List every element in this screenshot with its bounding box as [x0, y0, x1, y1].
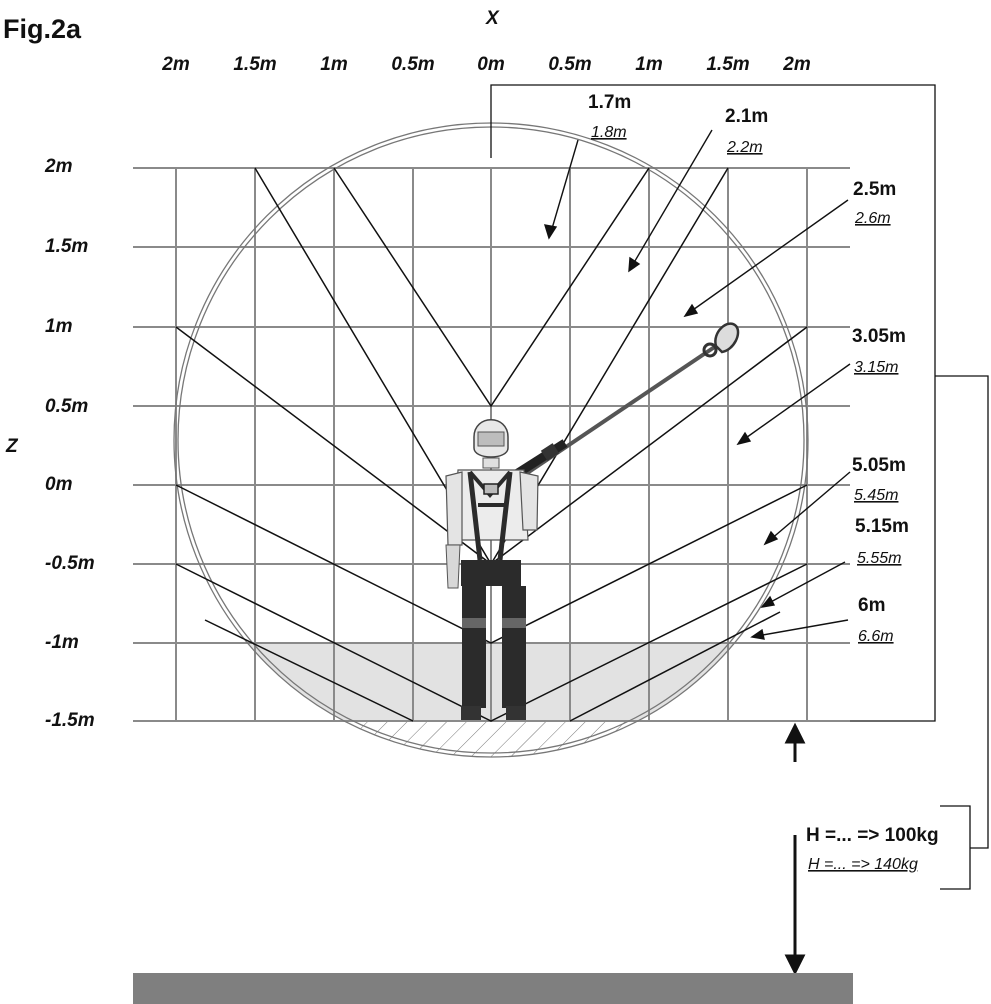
- x-axis-label: X: [485, 8, 500, 29]
- z-axis-label: Z: [5, 436, 19, 457]
- length-label-main: 1.7m: [588, 92, 631, 113]
- x-tick-label: 1.5m: [233, 54, 276, 75]
- length-label-main: 2.1m: [725, 106, 768, 127]
- length-label-alt: 1.8m: [591, 124, 627, 141]
- clearance-label-140kg: H =... => 140kg: [808, 856, 918, 873]
- length-label-alt: 5.45m: [854, 487, 898, 504]
- clearance-arrow: [784, 722, 806, 976]
- length-label-main: 6m: [858, 595, 885, 616]
- x-tick-label: 0.5m: [548, 54, 591, 75]
- length-label-alt: 2.2m: [726, 139, 763, 156]
- bracket-lines: [490, 84, 989, 890]
- worker-icon: [445, 419, 539, 720]
- x-tick-label: 0m: [477, 54, 505, 75]
- x-tick-labels: 2m 1.5m 1m 0.5m 0m 0.5m 1m 1.5m 2m: [161, 54, 811, 75]
- x-tick-label: 0.5m: [391, 54, 434, 75]
- lanyard-arrows: [543, 129, 851, 640]
- x-tick-label: 2m: [161, 54, 190, 75]
- length-label-main: 3.05m: [852, 326, 906, 347]
- z-tick-label: 0m: [45, 474, 73, 495]
- length-label-main: 2.5m: [853, 179, 896, 200]
- x-tick-label: 1.5m: [706, 54, 749, 75]
- z-tick-label: -1.5m: [45, 710, 95, 731]
- length-label-main: 5.05m: [852, 455, 906, 476]
- z-tick-label: 1.5m: [45, 236, 88, 257]
- z-tick-label: 0.5m: [45, 396, 88, 417]
- z-tick-label: -0.5m: [45, 553, 95, 574]
- length-label-main: 5.15m: [855, 516, 909, 537]
- length-label-alt: 6.6m: [858, 628, 894, 645]
- clearance-label-100kg: H =... => 100kg: [806, 825, 939, 846]
- z-tick-label: 2m: [44, 156, 73, 177]
- x-tick-label: 2m: [782, 54, 811, 75]
- length-label-alt: 5.55m: [857, 550, 901, 567]
- figure-title: Fig.2a: [3, 14, 82, 44]
- z-tick-labels: 2m 1.5m 1m 0.5m 0m -0.5m -1m -1.5m: [44, 156, 95, 731]
- x-tick-label: 1m: [320, 54, 348, 75]
- ground-slab: [133, 973, 853, 1004]
- length-label-alt: 2.6m: [854, 210, 891, 227]
- z-tick-label: 1m: [45, 316, 73, 337]
- length-label-alt: 3.15m: [854, 359, 898, 376]
- x-tick-label: 1m: [635, 54, 663, 75]
- z-tick-label: -1m: [45, 632, 79, 653]
- lanyard-length-labels: 1.7m 1.8m 2.1m 2.2m 2.5m 2.6m 3.05m 3.15…: [588, 92, 909, 645]
